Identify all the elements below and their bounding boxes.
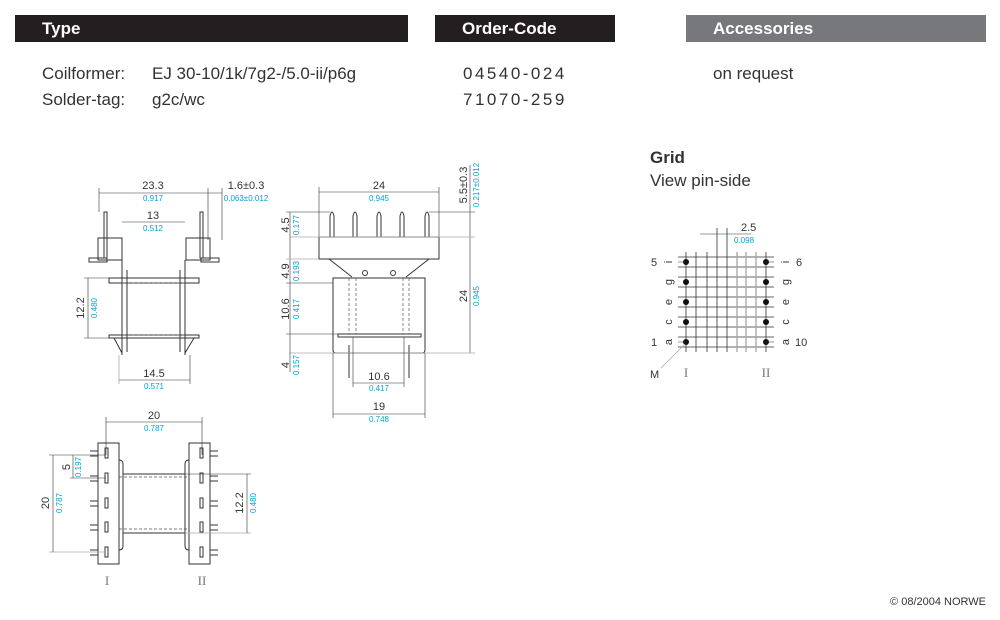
side-width-inner: 13 — [147, 210, 159, 222]
grid-letter-left: c — [663, 319, 675, 325]
type-header-label: Type — [42, 19, 81, 38]
grid-pin-1: 1 — [651, 337, 657, 349]
side-tag: 1.6±0.3 — [228, 180, 265, 192]
coilformer-value: EJ 30-10/1k/7g2-/5.0-ii/p6g — [152, 64, 357, 83]
grid-letter-left: i — [663, 261, 675, 263]
solder-tag-label: Solder-tag: — [42, 90, 126, 109]
front-height-total: 24 — [458, 290, 470, 302]
side-core-height: 12.2 — [75, 297, 87, 318]
grid-pitch: 2.5 — [741, 222, 756, 234]
copyright: © 08/2004 NORWE — [890, 596, 986, 608]
solder-tag-order-code: 71070-259 — [463, 90, 567, 109]
side-width-inner-in: 0.512 — [143, 224, 164, 233]
coilformer-order-code: 04540-024 — [463, 64, 567, 83]
front-view-drawing: 24 0.945 5.5±0.3 0.217±0.012 24 0.945 4.… — [280, 162, 481, 424]
front-width-inner: 10.6 — [368, 371, 389, 383]
front-h3-in: 0.417 — [292, 298, 301, 319]
side-width-bottom-in: 0.571 — [144, 382, 165, 391]
bottom-width: 20 — [148, 410, 160, 422]
order-code-header-label: Order-Code — [462, 19, 557, 38]
grid-pin-6: 6 — [796, 257, 802, 269]
front-h1: 4.5 — [280, 217, 292, 232]
order-code-header: Order-Code — [435, 15, 615, 42]
grid-letter-left: a — [663, 338, 675, 345]
grid-letter-right: a — [780, 338, 792, 345]
grid-subtitle: View pin-side — [650, 171, 751, 190]
grid-side-2: II — [762, 365, 771, 380]
bottom-height-in: 0.787 — [55, 492, 64, 513]
front-h3: 10.6 — [280, 298, 292, 319]
grid-letter-right: i — [780, 261, 792, 263]
grid-letter-left: g — [663, 279, 675, 285]
grid-letter-right: g — [780, 279, 792, 285]
bottom-core-in: 0.480 — [249, 492, 258, 513]
grid-letter-right: e — [780, 299, 792, 305]
front-height-total-in: 0.945 — [472, 285, 481, 306]
bottom-pitch-in: 0.197 — [74, 456, 83, 477]
bottom-side-1: I — [105, 573, 109, 588]
grid-letter-right: c — [780, 319, 792, 325]
front-width-body-in: 0.748 — [369, 415, 390, 424]
front-pin-length: 5.5±0.3 — [458, 167, 470, 204]
accessories-value: on request — [713, 64, 794, 83]
side-width-bottom: 14.5 — [143, 368, 164, 380]
coilformer-label: Coilformer: — [42, 64, 126, 83]
front-h4-in: 0.157 — [292, 354, 301, 375]
type-header: Type — [15, 15, 408, 42]
front-width-top: 24 — [373, 180, 385, 192]
accessories-header: Accessories — [686, 15, 986, 42]
front-h2: 4.9 — [280, 263, 292, 278]
bottom-side-2: II — [198, 573, 207, 588]
grid-pin-10: 10 — [795, 337, 807, 349]
grid-side-1: I — [684, 365, 688, 380]
solder-tag-value: g2c/wc — [152, 90, 205, 109]
bottom-core: 12.2 — [234, 492, 246, 513]
bottom-height: 20 — [40, 497, 52, 509]
front-h1-in: 0.177 — [292, 214, 301, 235]
bottom-pitch: 5 — [61, 464, 73, 470]
front-h2-in: 0.193 — [292, 260, 301, 281]
front-width-body: 19 — [373, 401, 385, 413]
grid-letter-left: e — [663, 299, 675, 305]
bottom-view-drawing: 20 0.787 20 0.787 5 0.197 12.2 0.480 I I… — [40, 410, 258, 588]
front-pin-length-in: 0.217±0.012 — [472, 162, 481, 207]
accessories-header-label: Accessories — [713, 19, 814, 38]
side-width-total: 23.3 — [142, 180, 163, 192]
front-width-top-in: 0.945 — [369, 194, 390, 203]
side-tag-in: 0.063±0.012 — [224, 194, 269, 203]
grid-marker: M — [650, 369, 659, 381]
grid-pitch-in: 0.098 — [734, 236, 755, 245]
grid-pin-5: 5 — [651, 257, 657, 269]
grid-title: Grid — [650, 148, 685, 167]
side-view-drawing: 23.3 0.917 1.6±0.3 0.063±0.012 13 0.512 … — [75, 180, 269, 391]
front-width-inner-in: 0.417 — [369, 384, 390, 393]
pin-grid-diagram: 2.5 0.098 5 1 6 10 i g e c a i g e c a M… — [650, 222, 807, 381]
side-core-height-in: 0.480 — [90, 297, 99, 318]
bottom-width-in: 0.787 — [144, 424, 165, 433]
side-width-total-in: 0.917 — [143, 194, 164, 203]
front-h4: 4 — [280, 362, 292, 368]
